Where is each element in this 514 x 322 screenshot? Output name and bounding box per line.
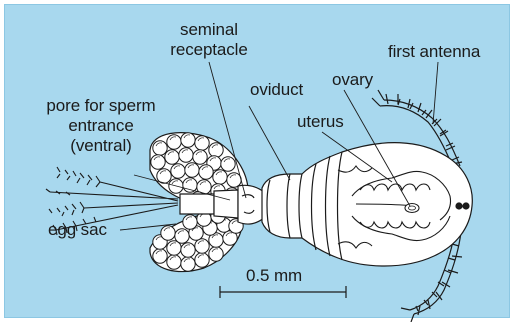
lower-egg-sac: [150, 209, 243, 272]
scale-bar-label: 0.5 mm: [246, 266, 302, 286]
oviduct-label: oviduct: [250, 80, 303, 100]
seminal-receptacle-label: seminal receptacle: [149, 20, 269, 60]
uterus-egg: [405, 204, 419, 213]
ovary-label: ovary: [332, 70, 373, 90]
pore-label: pore for sperm entrance (ventral): [16, 96, 186, 156]
scale-bar: [220, 286, 346, 298]
uterus-label: uterus: [297, 112, 344, 132]
first-antenna-label: first antenna: [388, 42, 480, 62]
egg-sac-label: egg sac: [48, 220, 107, 240]
